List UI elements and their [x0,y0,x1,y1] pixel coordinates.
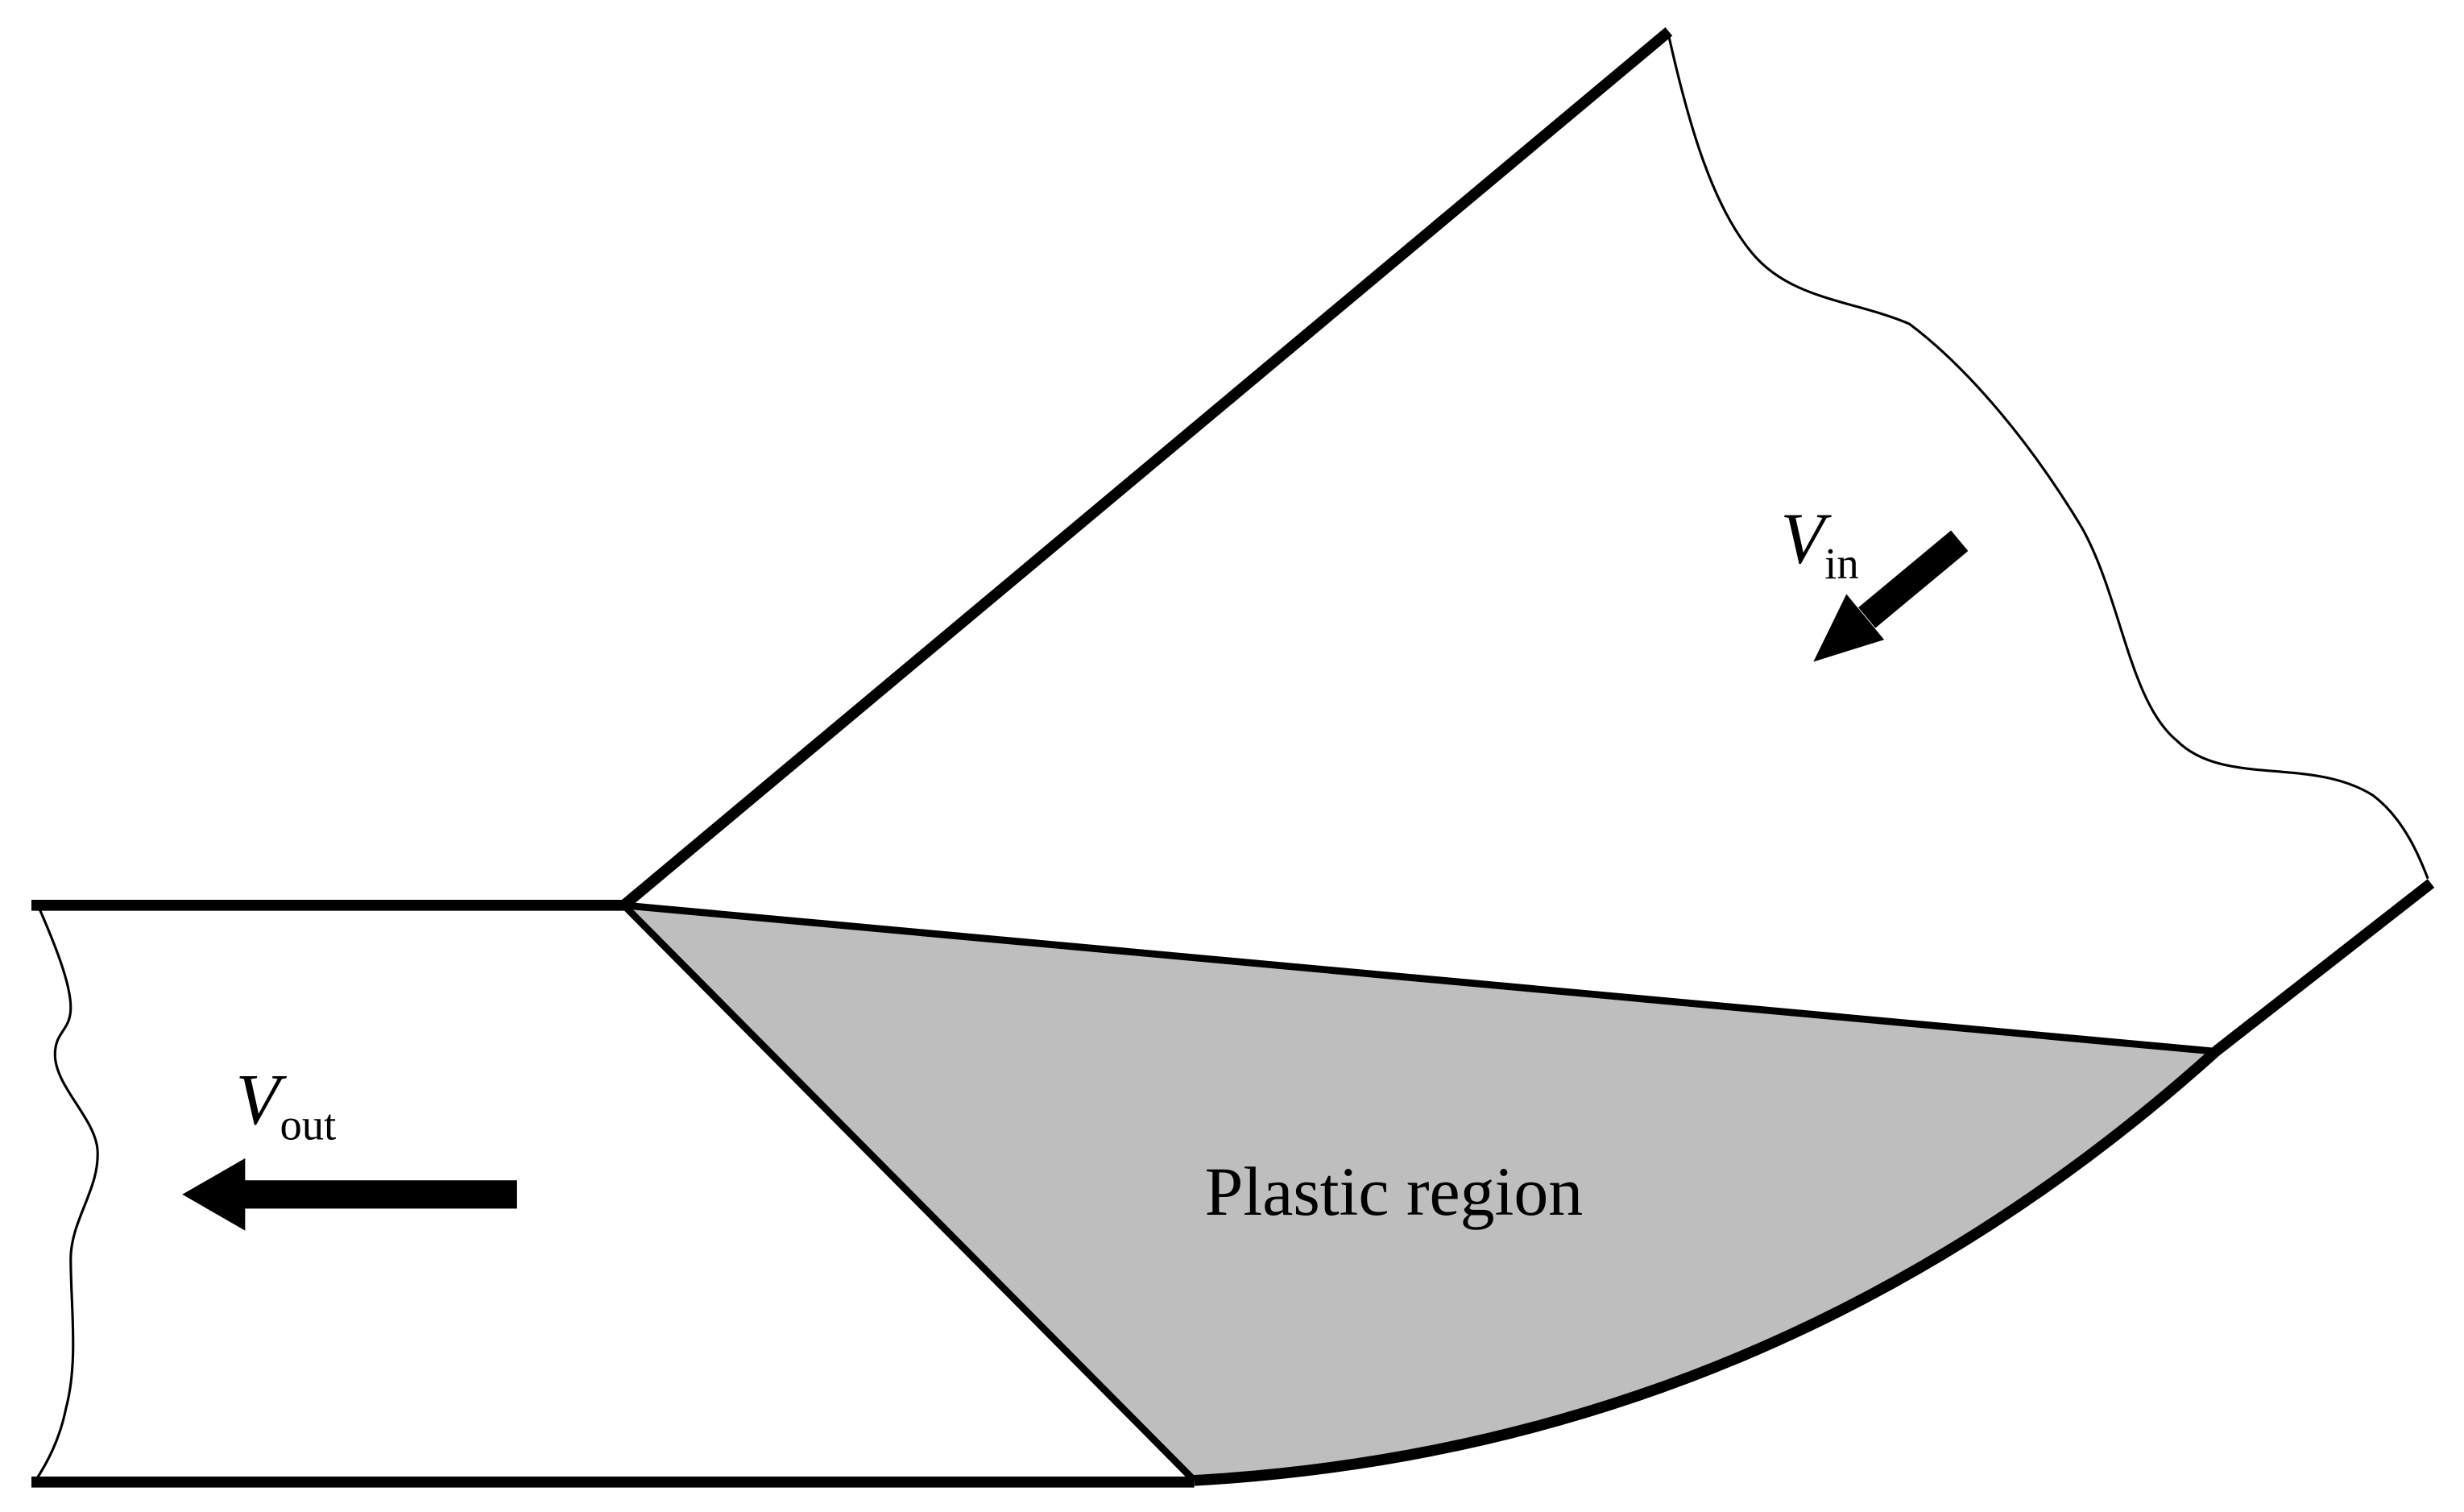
v-out-symbol: V [236,1060,288,1140]
v-out-arrow-icon [182,1158,517,1231]
curved-die-wall [1194,1047,2220,1486]
v-out-label: Vout [236,1060,337,1150]
exit-boundary-line [621,902,1197,1483]
outlet-break-line [33,908,99,1483]
entry-boundary-line [623,901,2217,1055]
v-in-arrow-icon [1813,530,1969,662]
v-in-symbol: V [1780,499,1832,579]
v-in-subscript: in [1824,539,1858,588]
v-out-subscript: out [280,1100,336,1150]
inlet-break-line [1667,35,2429,880]
plastic-region [623,905,2216,1481]
plastic-region-label: Plastic region [1205,1154,1584,1230]
inlet-bottom-wall [2212,879,2435,1056]
v-in-label: Vin [1780,499,1858,589]
inlet-top-wall [620,27,1673,910]
